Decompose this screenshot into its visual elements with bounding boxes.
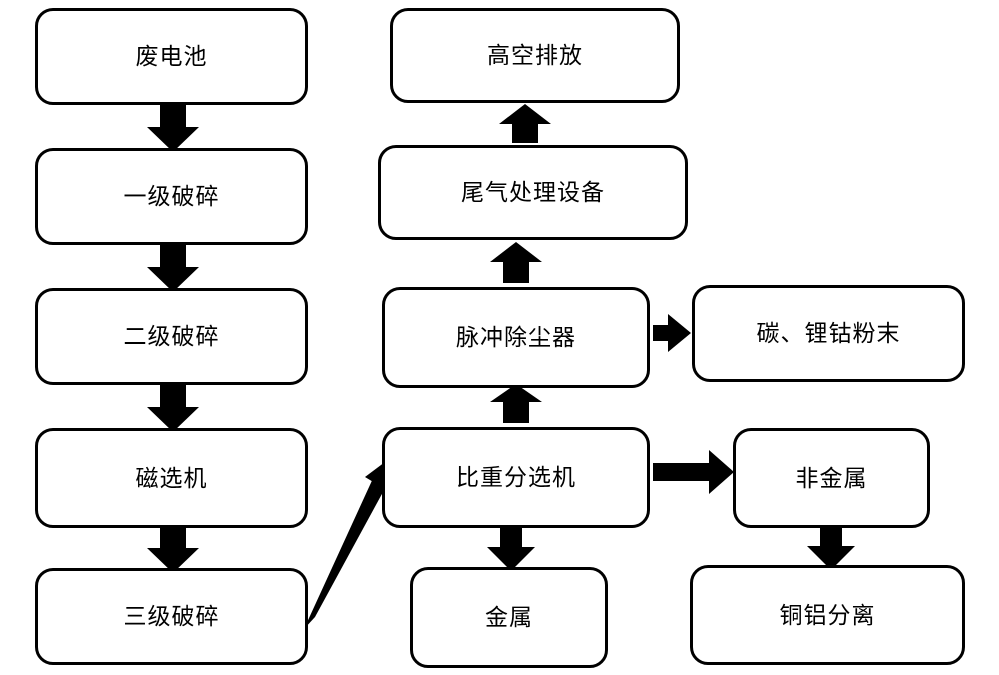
node-label-metal: 金属 — [485, 605, 533, 630]
node-label-gravity-separator: 比重分选机 — [456, 465, 576, 490]
node-label-high-altitude-emission: 高空排放 — [487, 43, 583, 68]
node-exhaust-treatment[interactable]: 尾气处理设备 — [378, 145, 688, 240]
arrow-waste-battery-to-primary-crushing — [147, 101, 199, 152]
arrow-gravity-separator-to-metal — [487, 525, 535, 571]
arrow-magnetic-separator-to-tertiary-crushing — [147, 524, 199, 573]
node-primary-crushing[interactable]: 一级破碎 — [35, 148, 308, 245]
arrow-primary-crushing-to-secondary-crushing — [147, 241, 199, 292]
arrow-pulse-dust-collector-to-carbon-licobalt-powder — [653, 314, 691, 352]
node-label-tertiary-crushing: 三级破碎 — [123, 604, 220, 629]
arrow-gravity-separator-to-pulse-dust-collector — [490, 384, 542, 423]
arrow-secondary-crushing-to-magnetic-separator — [147, 381, 199, 432]
node-high-altitude-emission[interactable]: 高空排放 — [390, 8, 680, 103]
arrow-gravity-separator-to-non-metal — [653, 450, 734, 494]
node-non-metal[interactable]: 非金属 — [733, 428, 930, 528]
node-gravity-separator[interactable]: 比重分选机 — [382, 427, 650, 528]
node-waste-battery[interactable]: 废电池 — [35, 8, 308, 105]
node-carbon-licobalt-powder[interactable]: 碳、锂钴粉末 — [692, 285, 965, 382]
node-label-primary-crushing: 一级破碎 — [123, 184, 220, 209]
arrow-non-metal-to-copper-aluminum-separation — [807, 525, 855, 570]
node-tertiary-crushing[interactable]: 三级破碎 — [35, 568, 308, 665]
arrow-exhaust-treatment-to-high-altitude-emission — [499, 104, 551, 143]
node-label-pulse-dust-collector: 脉冲除尘器 — [456, 325, 576, 350]
arrow-pulse-dust-collector-to-exhaust-treatment — [490, 242, 542, 283]
node-secondary-crushing[interactable]: 二级破碎 — [35, 288, 308, 385]
arrow-tertiary-crushing-to-gravity-separator — [304, 462, 390, 629]
node-label-magnetic-separator: 磁选机 — [135, 465, 208, 491]
node-label-non-metal: 非金属 — [795, 465, 868, 491]
node-label-copper-aluminum-separation: 铜铝分离 — [779, 602, 876, 628]
node-copper-aluminum-separation[interactable]: 铜铝分离 — [690, 565, 965, 665]
node-label-secondary-crushing: 二级破碎 — [123, 324, 220, 349]
node-label-exhaust-treatment: 尾气处理设备 — [461, 180, 605, 205]
node-magnetic-separator[interactable]: 磁选机 — [35, 428, 308, 528]
node-label-waste-battery: 废电池 — [135, 44, 208, 69]
node-pulse-dust-collector[interactable]: 脉冲除尘器 — [382, 287, 650, 388]
node-metal[interactable]: 金属 — [410, 567, 608, 668]
node-label-carbon-licobalt-powder: 碳、锂钴粉末 — [756, 321, 901, 346]
